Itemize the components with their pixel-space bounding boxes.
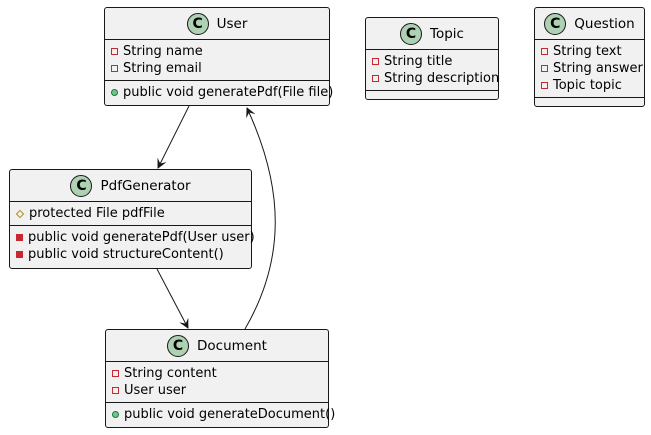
private-icon: [541, 48, 548, 55]
class-name: PdfGenerator: [100, 177, 191, 194]
private-icon: [111, 48, 118, 55]
class-question-header: C Question: [535, 8, 644, 40]
private-icon: [112, 370, 119, 377]
class-user[interactable]: C User String name String email public v…: [104, 7, 333, 106]
operation: public void generatePdf(User user): [10, 229, 255, 246]
class-topic[interactable]: C Topic String title String description: [365, 17, 499, 100]
attribute: String text: [535, 43, 644, 60]
class-document[interactable]: C Document String content User user publ…: [105, 329, 335, 428]
attributes-section: String text String answer Topic topic: [535, 40, 644, 98]
attribute: String description: [366, 70, 499, 87]
class-name: Question: [574, 15, 635, 32]
attribute: String name: [105, 43, 329, 60]
class-question[interactable]: C Question String text String answer Top…: [534, 7, 645, 107]
operations-section: [366, 91, 498, 99]
attributes-section: String title String description: [366, 50, 499, 91]
attribute: String title: [366, 53, 498, 70]
attribute: String content: [106, 365, 328, 382]
operation: public void generatePdf(File file): [105, 84, 333, 101]
private-icon: [112, 387, 119, 394]
private-icon: [541, 65, 548, 72]
class-badge-icon: C: [186, 12, 209, 35]
class-document-header: C Document: [106, 330, 328, 362]
attribute: String email: [105, 60, 329, 77]
class-pdfgenerator[interactable]: C PdfGenerator protected File pdfFile pu…: [9, 169, 255, 269]
attributes-section: String name String email: [105, 40, 329, 81]
private-method-icon: [16, 234, 23, 241]
class-name: Document: [197, 337, 267, 354]
operations-section: public void generatePdf(User user) publi…: [10, 226, 255, 266]
operations-section: public void generateDocument(): [106, 403, 335, 426]
class-name: User: [216, 15, 248, 32]
attribute: Topic topic: [535, 77, 644, 94]
operation: public void generateDocument(): [106, 406, 335, 423]
relation-document-to-user: [244, 107, 276, 330]
class-topic-header: C Topic: [366, 18, 498, 50]
attribute: String answer: [535, 60, 644, 77]
attribute: protected File pdfFile: [10, 205, 251, 222]
operations-section: [535, 98, 644, 106]
public-icon: [111, 89, 118, 96]
private-icon: [372, 58, 379, 65]
class-name: Topic: [430, 25, 464, 42]
private-method-icon: [16, 251, 23, 258]
private-icon: [541, 82, 548, 89]
attribute: User user: [106, 382, 328, 399]
class-badge-icon: C: [544, 12, 567, 35]
class-badge-icon: C: [400, 22, 423, 45]
class-pdfgenerator-header: C PdfGenerator: [10, 170, 251, 202]
public-icon: [112, 411, 119, 418]
attributes-section: String content User user: [106, 362, 328, 403]
class-badge-icon: C: [167, 334, 190, 357]
private-icon: [111, 65, 118, 72]
operations-section: public void generatePdf(File file): [105, 81, 333, 104]
private-icon: [372, 75, 379, 82]
relation-user-to-pdfgenerator: [157, 105, 190, 169]
class-user-header: C User: [105, 8, 329, 40]
protected-icon: [15, 209, 25, 218]
operation: public void structureContent(): [10, 246, 251, 263]
relation-pdfgenerator-to-document: [156, 268, 189, 329]
class-badge-icon: C: [70, 174, 93, 197]
attributes-section: protected File pdfFile: [10, 202, 251, 226]
